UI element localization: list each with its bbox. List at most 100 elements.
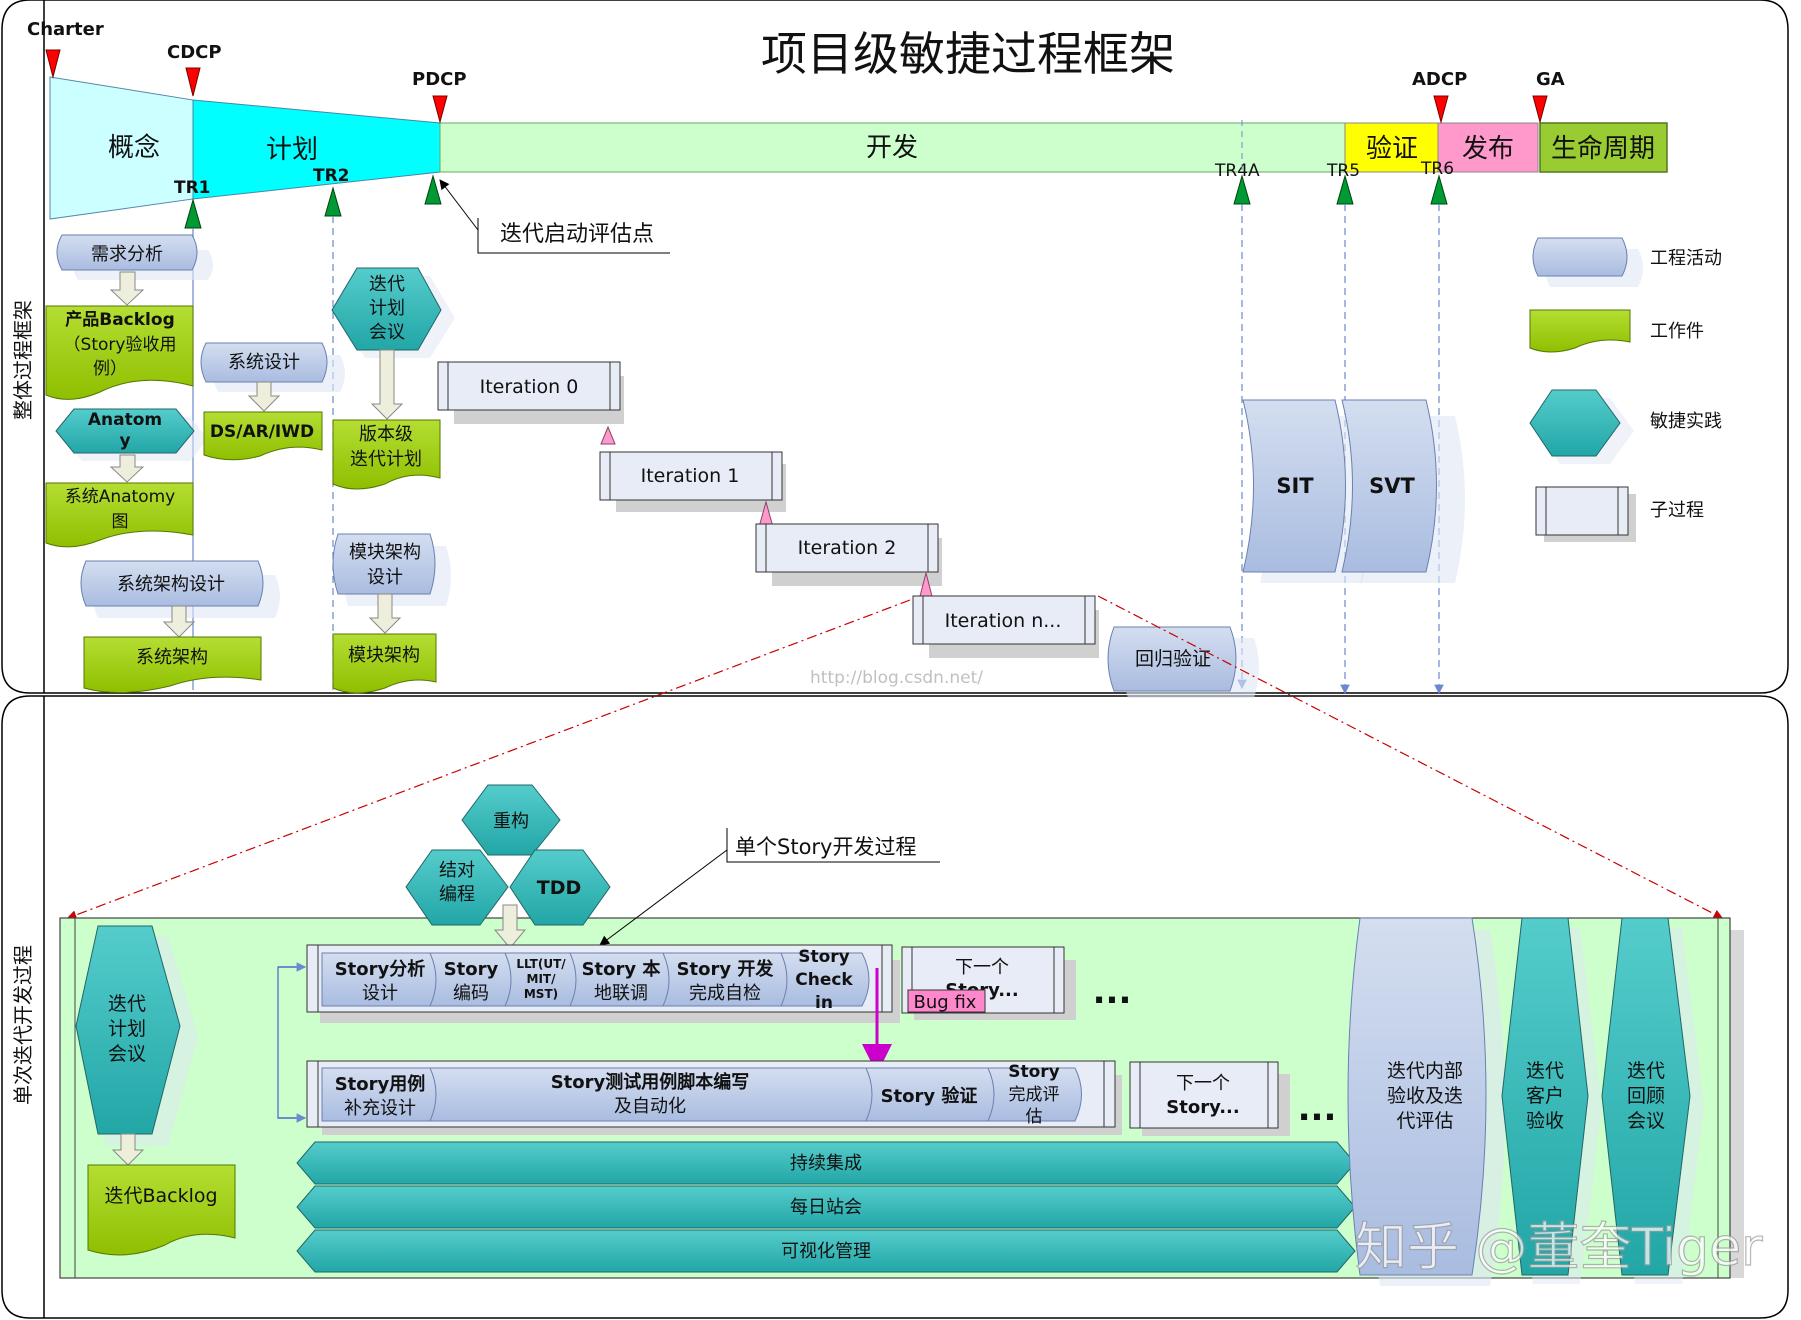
refactor-label: 重构 [493, 811, 529, 832]
legend-artifact-label: 工作件 [1650, 321, 1704, 342]
regression-activity: 回归验证 [1107, 626, 1259, 698]
tdd-practice: TDD [509, 849, 611, 926]
dev-step-coding-line1: Story [444, 959, 499, 980]
dev-step-selfcheck-line1: Story 开发 [677, 958, 775, 980]
dev-step-analysis: Story分析 设计 [321, 952, 440, 1007]
req-analysis-activity: 需求分析 [56, 234, 213, 280]
milestones: Charter CDCP PDCP ADCP GA [27, 19, 1565, 124]
module-arch-design-line2: 设计 [367, 567, 403, 588]
single-story-callout: 单个Story开发过程 [599, 828, 940, 946]
customer-accept-practice: 迭代 客户 验收 [1501, 917, 1602, 1284]
test-step-script: Story测试用例脚本编写 及自动化 [429, 1067, 875, 1122]
legend-activity-label: 工程活动 [1650, 248, 1722, 269]
module-arch-label: 模块架构 [348, 645, 420, 666]
dev-step-checkin: Story Check in [780, 947, 870, 1013]
dev-step-coding-line2: 编码 [453, 983, 489, 1004]
internal-accept-line1: 迭代内部 [1387, 1060, 1463, 1082]
internal-accept-line3: 代评估 [1396, 1110, 1453, 1132]
product-backlog-line2: （Story验收用 [64, 335, 177, 355]
phase-bar: 概念 计划 开发 验证 发布 生命周期 [49, 76, 1668, 220]
dev-step-analysis-line2: 设计 [362, 983, 398, 1004]
milestone-cdcp-label: CDCP [167, 42, 222, 63]
phase-develop [439, 122, 1346, 173]
visual-label: 可视化管理 [781, 1241, 871, 1262]
dev-step-integration-line1: Story 本 [582, 958, 661, 980]
module-arch-design-line1: 模块架构 [349, 542, 421, 563]
dev-row: Story分析 设计 Story 编码 LLT(UT/ MIT/ MST) St… [306, 944, 900, 1023]
milestone-ga-label: GA [1536, 69, 1565, 90]
practice-banners: 持续集成 每日站会 可视化管理 [296, 1141, 1356, 1273]
bug-fix-label: Bug fix [914, 992, 977, 1013]
next-story-1-line1: 下一个 [955, 957, 1009, 978]
ellipsis-2: ... [1298, 1089, 1337, 1129]
iter-meeting-line1: 迭代 [108, 993, 146, 1015]
system-anatomy-line1: 系统Anatomy [65, 487, 176, 507]
arch-design-activity: 系统架构设计 [80, 560, 280, 618]
anatomy-practice: Anatom y [55, 408, 208, 461]
release-iter-plan-line1: 版本级 [359, 424, 413, 445]
dev-step-checkin-line2: Check [795, 970, 853, 990]
iterations: Iteration 0 Iteration 1 Iteration 2 Iter… [437, 361, 1099, 658]
tr2-label: TR2 [313, 166, 350, 186]
iteration-backlog-label: 迭代Backlog [104, 1185, 217, 1207]
ds-ar-iwd-label: DS/AR/IWD [210, 422, 314, 442]
iter-plan-meeting-line1: 迭代 [369, 274, 405, 295]
test-step-case-design: Story用例 补充设计 [321, 1067, 439, 1122]
product-backlog-line1: 产品Backlog [65, 309, 175, 330]
phase-release-label: 发布 [1462, 134, 1514, 164]
zoom-lines [66, 595, 1724, 920]
product-backlog-line3: 例） [93, 359, 127, 379]
internal-accept-activity: 迭代内部 验收及迭 代评估 [1347, 917, 1505, 1286]
iter-meeting-line3: 会议 [108, 1043, 146, 1065]
iteration-0: Iteration 0 [437, 361, 624, 424]
plan-column: 系统设计 DS/AR/IWD 迭代 计划 会议 版本级 迭代计划 模块架构 设计 [200, 267, 455, 694]
tr1-label: TR1 [174, 178, 211, 198]
dev-step-selfcheck-line2: 完成自检 [689, 983, 761, 1004]
dev-step-llt-line1: LLT(UT/ [516, 957, 566, 971]
milestone-pdcp-label: PDCP [412, 69, 467, 90]
milestone-cdcp-marker [185, 67, 201, 97]
system-design-label: 系统设计 [228, 352, 300, 373]
test-step-case-design-line2: 补充设计 [344, 1098, 416, 1119]
legend-subprocess: 子过程 [1535, 486, 1704, 542]
iteration-0-label: Iteration 0 [480, 376, 579, 398]
ellipsis-1: ... [1093, 972, 1132, 1012]
milestone-adcp-marker [1433, 95, 1449, 124]
tr-markers: TR1 TR2 TR4A TR5 TR6 [174, 120, 1454, 695]
system-anatomy-artifact: 系统Anatomy 图 [45, 482, 194, 548]
svt-activity: SVT [1341, 399, 1465, 583]
iteration-start-callout: 迭代启动评估点 [439, 179, 670, 254]
regression-label: 回归验证 [1135, 648, 1211, 670]
retro-line3: 会议 [1627, 1110, 1665, 1132]
dev-step-checkin-line1: Story [798, 947, 850, 967]
test-step-script-line1: Story测试用例脚本编写 [551, 1071, 750, 1093]
milestone-adcp-label: ADCP [1412, 69, 1467, 90]
test-step-eval-line2: 完成评 [1009, 1085, 1060, 1105]
tr4a-label: TR4A [1214, 161, 1260, 181]
next-story-2-line1: 下一个 [1176, 1073, 1230, 1094]
dev-step-checkin-line3: in [815, 993, 833, 1013]
arch-design-label: 系统架构设计 [117, 574, 225, 595]
iteration-backlog-artifact: 迭代Backlog [87, 1164, 236, 1256]
side-label-bottom: 单次迭代开发过程 [11, 945, 35, 1105]
practices-cluster: 重构 结对 编程 TDD [405, 784, 611, 949]
test-step-case-design-line1: Story用例 [335, 1073, 426, 1095]
test-step-verify: Story 验证 [865, 1067, 997, 1122]
dev-step-selfcheck: Story 开发 完成自检 [662, 952, 790, 1007]
dev-step-llt-line3: MST) [524, 987, 558, 1001]
retro-practice: 迭代 回顾 会议 [1601, 917, 1704, 1284]
ds-ar-iwd-artifact: DS/AR/IWD [203, 411, 323, 461]
dev-step-llt-line2: MIT/ [527, 972, 557, 986]
single-story-label: 单个Story开发过程 [735, 835, 916, 859]
pair-programming-practice: 结对 编程 [405, 849, 509, 926]
system-design-activity: 系统设计 [200, 342, 345, 392]
legend-practice: 敏捷实践 [1529, 389, 1722, 464]
test-step-eval-line3: 估 [1026, 1107, 1043, 1127]
dev-step-coding: Story 编码 [429, 952, 515, 1007]
legend-practice-label: 敏捷实践 [1650, 411, 1722, 432]
anatomy-line1: Anatom [88, 410, 162, 430]
iter-plan-meeting-line2: 计划 [369, 298, 405, 319]
legend-activity: 工程活动 [1532, 237, 1722, 287]
phase-release [1437, 122, 1539, 173]
